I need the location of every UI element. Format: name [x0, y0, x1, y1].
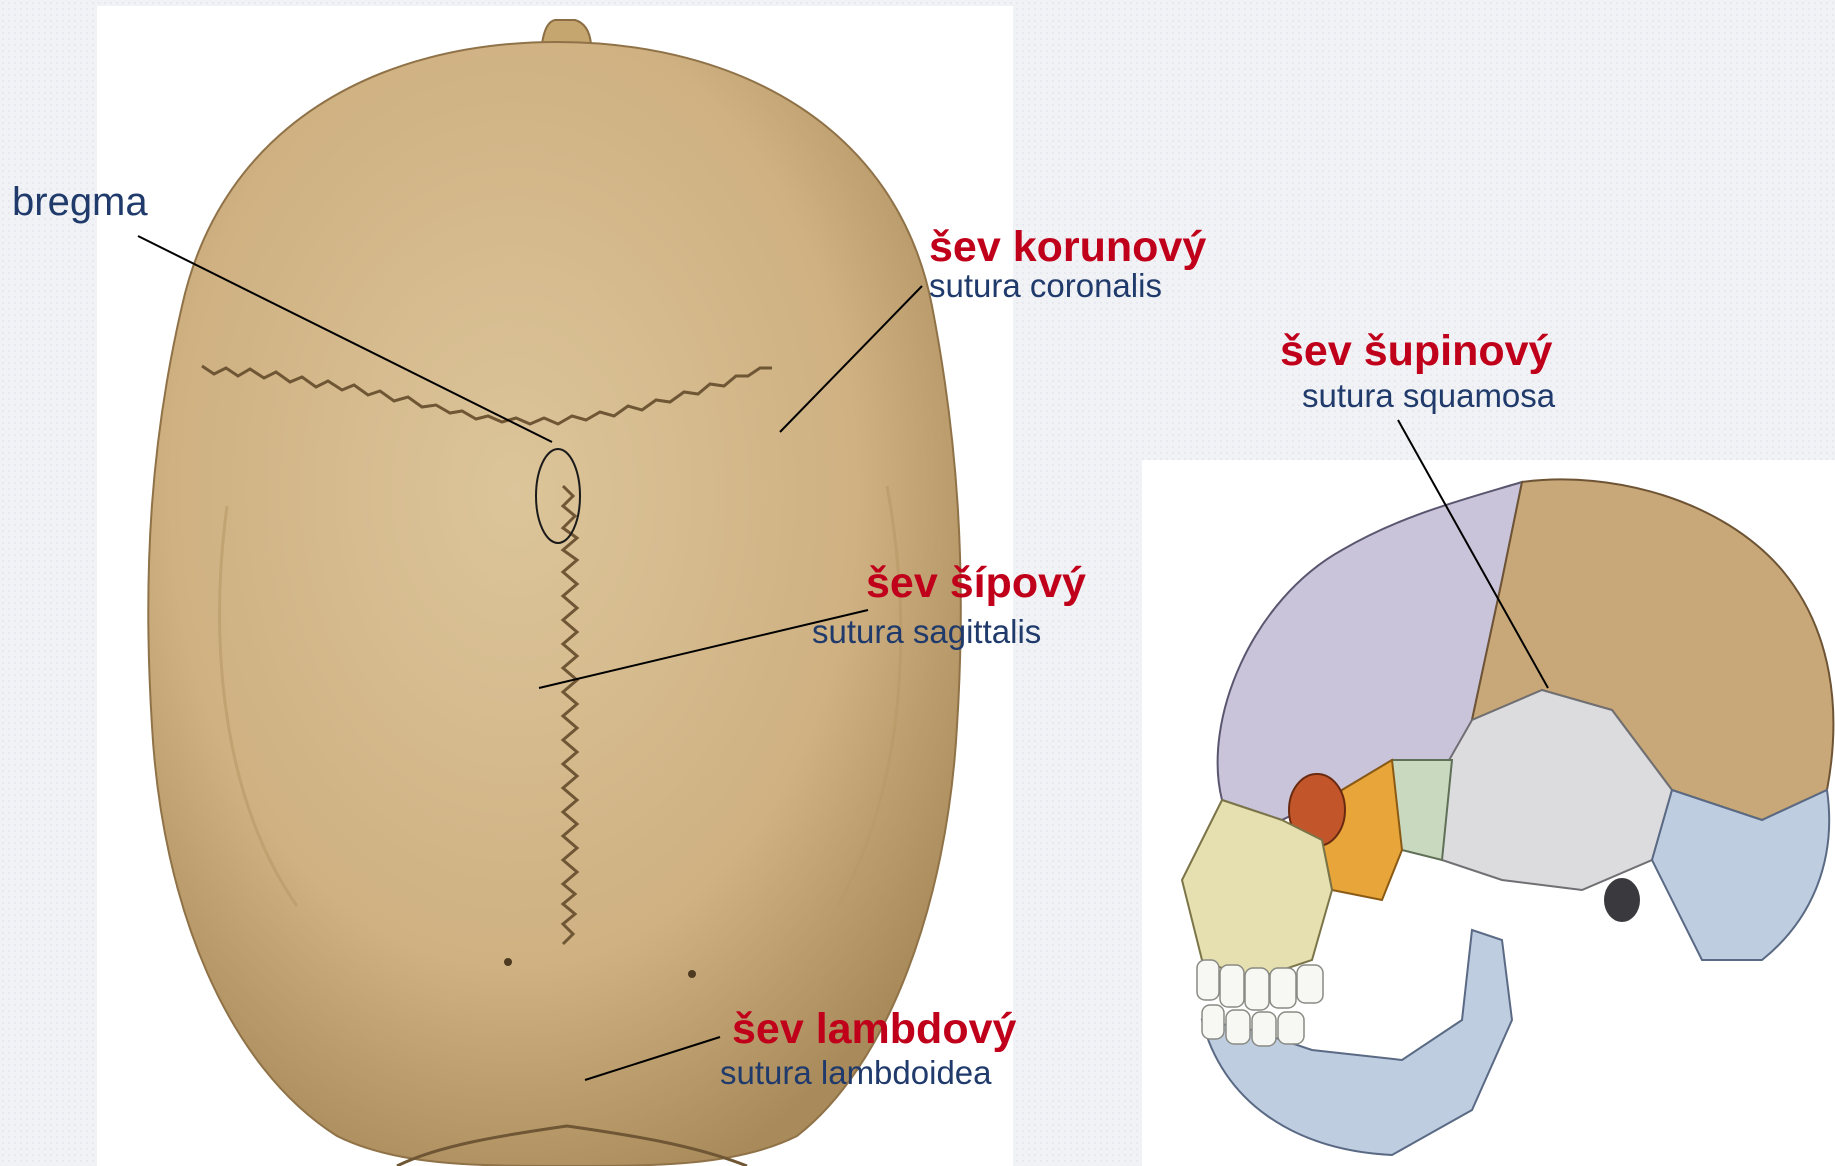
- sagittal-suture-latin-label: sutura sagittalis: [812, 614, 1041, 650]
- squamous-suture-czech-label: šev šupinový: [1280, 328, 1552, 374]
- sagittal-suture-czech-label: šev šípový: [866, 560, 1086, 606]
- lambdoid-suture-czech-label: šev lambdový: [732, 1006, 1016, 1052]
- coronal-suture-latin-label: sutura coronalis: [929, 268, 1162, 304]
- coronal-suture-czech-label: šev korunový: [929, 224, 1206, 270]
- coronal-leader: [780, 286, 922, 432]
- squamous-leader: [1398, 420, 1548, 688]
- bregma-leader: [138, 236, 552, 442]
- lambdoid-leader: [585, 1037, 720, 1080]
- squamous-suture-latin-label: sutura squamosa: [1302, 378, 1555, 414]
- bregma-label: bregma: [12, 180, 148, 224]
- lambdoid-suture-latin-label: sutura lambdoidea: [720, 1055, 992, 1091]
